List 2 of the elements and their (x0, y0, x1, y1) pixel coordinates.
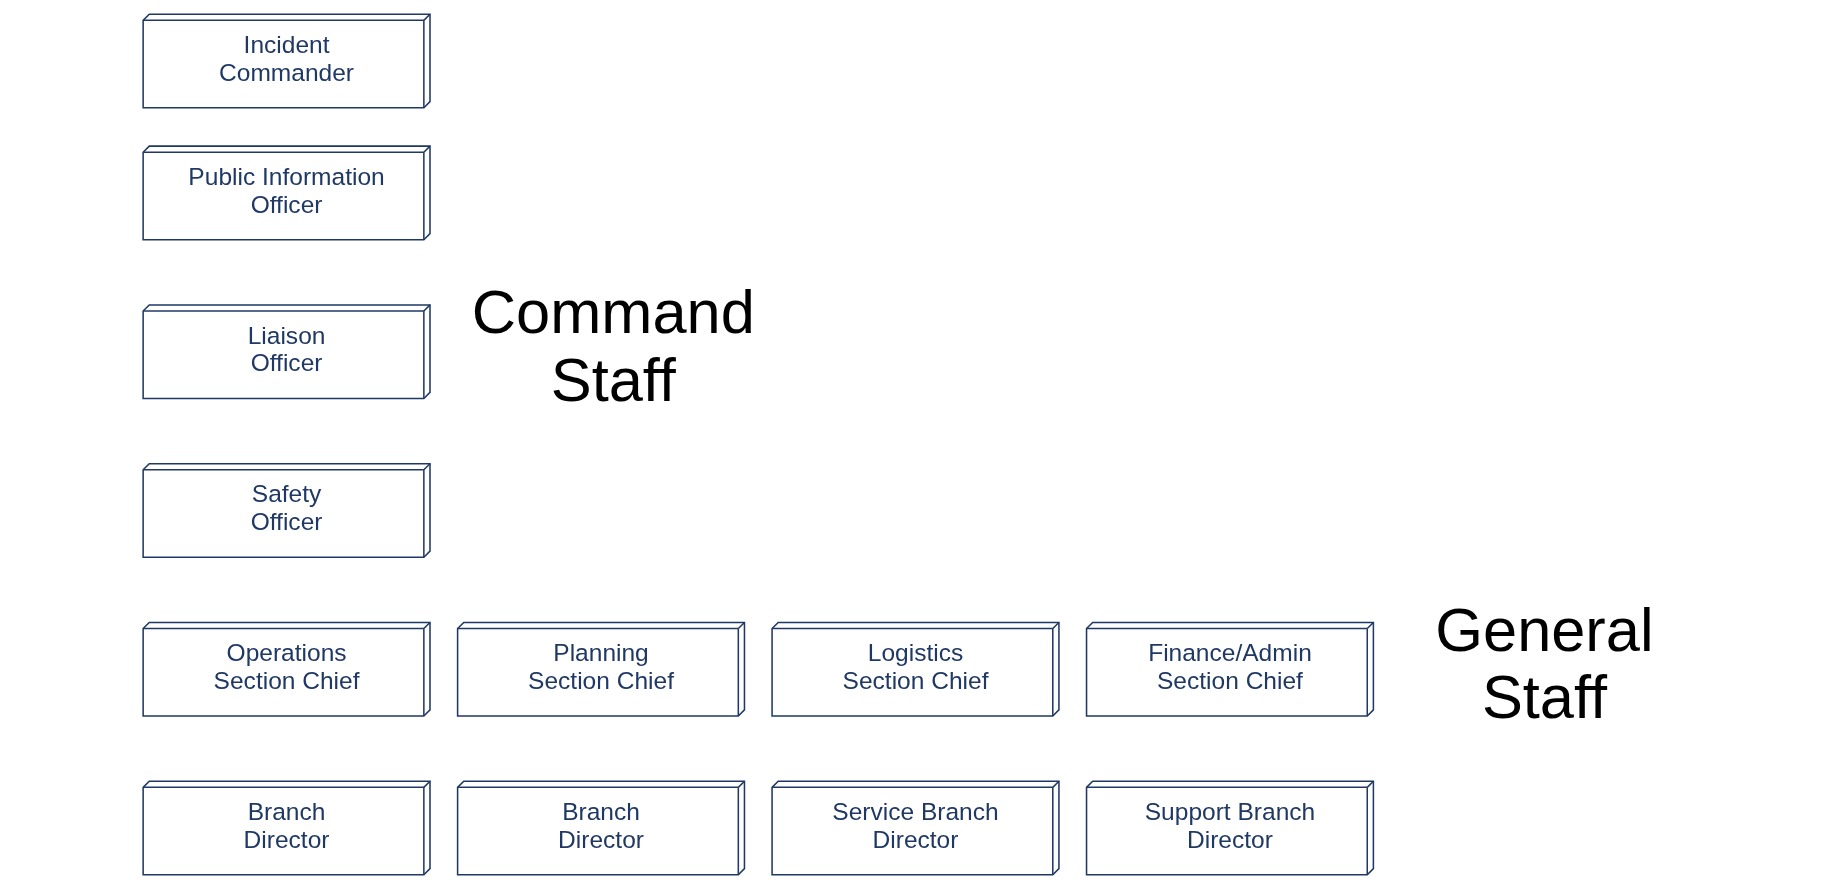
label: General Staff (1435, 594, 1654, 732)
label: Command Staff (471, 277, 755, 414)
